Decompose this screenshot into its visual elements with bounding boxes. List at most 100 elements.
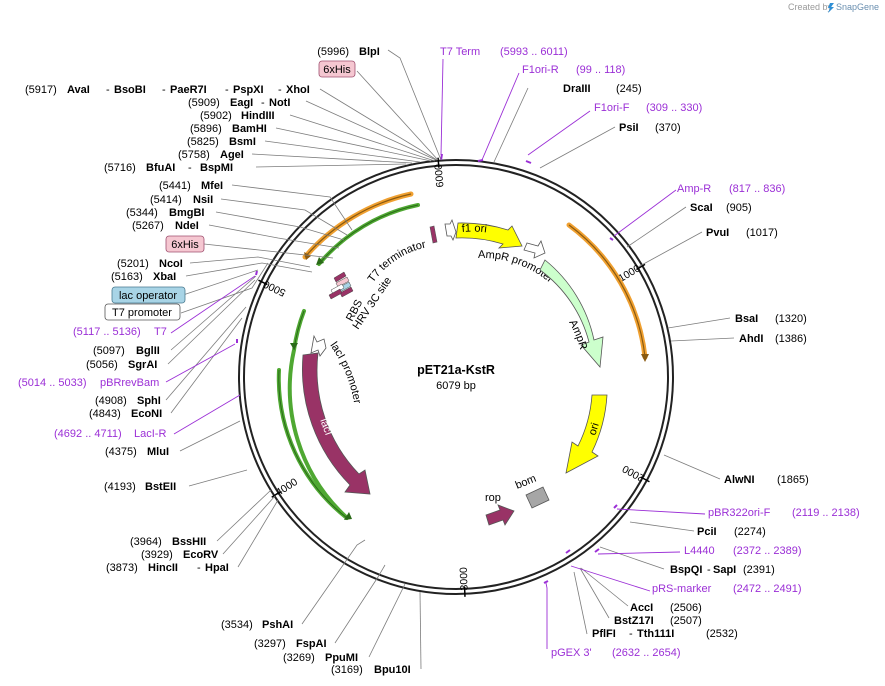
label-blpI[interactable]: BlpI: [359, 46, 380, 58]
tick-6000: [437, 157, 440, 168]
label-psiI[interactable]: PsiI: [619, 122, 639, 134]
backbone-inner: [243, 164, 669, 590]
label-pshAI[interactable]: PshAI: [262, 619, 293, 631]
label-sapI[interactable]: SapI: [713, 564, 736, 576]
label-avaI[interactable]: AvaI: [67, 84, 90, 96]
label-ndeI[interactable]: NdeI: [175, 220, 199, 232]
label-prsmarker[interactable]: pRS-marker: [652, 583, 712, 595]
label-l4440[interactable]: L4440: [684, 545, 715, 557]
label-ecoNI[interactable]: EcoNI: [131, 408, 162, 420]
label-hpaI[interactable]: HpaI: [205, 562, 229, 574]
label-ampR-primer[interactable]: Amp-R: [677, 183, 711, 195]
feature-laci[interactable]: [302, 352, 371, 495]
label-bspMI[interactable]: BspMI: [200, 162, 233, 174]
label-xbaI[interactable]: XbaI: [153, 271, 176, 283]
label-alwNI[interactable]: AlwNI: [724, 474, 755, 486]
label-t7[interactable]: T7: [154, 326, 167, 338]
label-f1orif[interactable]: F1ori-F: [594, 102, 630, 114]
label-pbr322orif[interactable]: pBR322ori-F: [708, 507, 771, 519]
label-ecoRV[interactable]: EcoRV: [183, 549, 219, 561]
feature-t7-term-mark: [429, 225, 438, 244]
label-hincII[interactable]: HincII: [148, 562, 178, 574]
label-bspQI[interactable]: BspQI: [670, 564, 702, 576]
label-pspXI[interactable]: PspXI: [233, 84, 264, 96]
label-eagI[interactable]: EagI: [230, 97, 253, 109]
svg-text:-: -: [261, 97, 265, 109]
label-pvuI[interactable]: PvuI: [706, 227, 729, 239]
feature-bom[interactable]: [525, 486, 550, 509]
label-draIII[interactable]: DraIII: [563, 83, 591, 95]
label-ppuMI[interactable]: PpuMI: [325, 652, 358, 664]
label-ava-pos: (5917): [25, 84, 57, 96]
t7prom-box[interactable]: [104, 303, 181, 321]
label-xhoI-group[interactable]: (5917) AvaI - BsoBI - PaeR7I - PspXI - X…: [25, 84, 310, 96]
label-bsaI[interactable]: BsaI: [735, 313, 758, 325]
feature-ori[interactable]: [565, 394, 608, 474]
lacop-box[interactable]: [111, 286, 186, 304]
label-bsmI[interactable]: BsmI: [229, 136, 256, 148]
label-bmgBI[interactable]: BmgBI: [169, 207, 204, 219]
tick-label-6000: 6000: [433, 163, 447, 187]
label-mluI[interactable]: MluI: [147, 446, 169, 458]
label-mfeI[interactable]: MfeI: [201, 180, 223, 192]
feature-laci-promoter-label: lacI promoter: [328, 340, 364, 405]
label-bsoBI[interactable]: BsoBI: [114, 84, 146, 96]
label-t7prom: T7 promoter: [112, 307, 172, 319]
label-eagI-pos: (5909): [188, 97, 220, 109]
label-bssHII-pos: (3964): [130, 536, 162, 548]
label-bfuAI[interactable]: BfuAI: [146, 162, 175, 174]
svg-text:-: -: [278, 84, 282, 96]
svg-text:-: -: [197, 562, 201, 574]
feature-f1-ori[interactable]: [455, 222, 523, 249]
feature-mcs-cluster[interactable]: [328, 271, 354, 300]
feature-laci-promoter[interactable]: [310, 334, 327, 357]
feature-ampr[interactable]: [539, 259, 604, 368]
label-nsiI[interactable]: NsiI: [193, 194, 213, 206]
feature-rop[interactable]: [485, 504, 515, 526]
label-paeR7I[interactable]: PaeR7I: [170, 84, 207, 96]
label-ppuMI-pos: (3269): [283, 652, 315, 664]
label-bssHII[interactable]: BssHII: [172, 536, 206, 548]
label-sgrAI[interactable]: SgrAI: [128, 359, 157, 371]
label-hincII-pos: (3873): [106, 562, 138, 574]
label-bstZ17I-pos: (2507): [670, 615, 702, 627]
label-t7term[interactable]: T7 Term: [440, 46, 480, 58]
label-pgex3[interactable]: pGEX 3': [551, 647, 592, 659]
label-pciI[interactable]: PciI: [697, 526, 717, 538]
label-ecoRV-pos: (3929): [141, 549, 173, 561]
label-hindIII[interactable]: HindIII: [241, 110, 275, 122]
label-bstEII[interactable]: BstEII: [145, 481, 176, 493]
label-bspQI-dash: -: [707, 564, 711, 576]
label-ncoI[interactable]: NcoI: [159, 258, 183, 270]
feature-t7-terminator[interactable]: [444, 218, 457, 241]
credit-brand: SnapGene: [836, 2, 879, 12]
label-fspAI[interactable]: FspAI: [296, 638, 327, 650]
label-ageI[interactable]: AgeI: [220, 149, 244, 161]
label-bamHI[interactable]: BamHI: [232, 123, 267, 135]
label-pflFI[interactable]: PflFI: [592, 628, 616, 640]
label-bpu10I[interactable]: Bpu10I: [374, 664, 411, 676]
label-alwNI-pos: (1865): [777, 474, 809, 486]
label-notI[interactable]: NotI: [269, 97, 290, 109]
label-sphI[interactable]: SphI: [137, 395, 161, 407]
label-tth111I[interactable]: Tth111I: [637, 628, 674, 640]
label-pbrrev[interactable]: pBRrevBam: [100, 377, 159, 389]
label-scaI[interactable]: ScaI: [690, 202, 713, 214]
label-bspQI-pos: (2391): [743, 564, 775, 576]
label-lacir[interactable]: LacI-R: [134, 428, 166, 440]
label-bglII[interactable]: BglII: [136, 345, 160, 357]
label-bstZ17I[interactable]: BstZ17I: [614, 615, 654, 627]
plasmid-length: 6079 bp: [436, 380, 476, 392]
feature-ampr-promoter[interactable]: [523, 240, 546, 259]
sixhis-top-box[interactable]: [318, 60, 356, 78]
tick-4000: [271, 491, 281, 498]
feature-bom-label: bom: [514, 473, 538, 492]
label-accI[interactable]: AccI: [630, 602, 653, 614]
primer-marks: [236, 153, 618, 584]
label-f1orir[interactable]: F1ori-R: [522, 64, 559, 76]
sixhis-left-box[interactable]: [165, 235, 205, 253]
label-xhoI[interactable]: XhoI: [286, 84, 310, 96]
label-ahdI[interactable]: AhdI: [739, 333, 763, 345]
label-nsiI-pos: (5414): [150, 194, 182, 206]
label-pflFI-dash: -: [629, 628, 633, 640]
